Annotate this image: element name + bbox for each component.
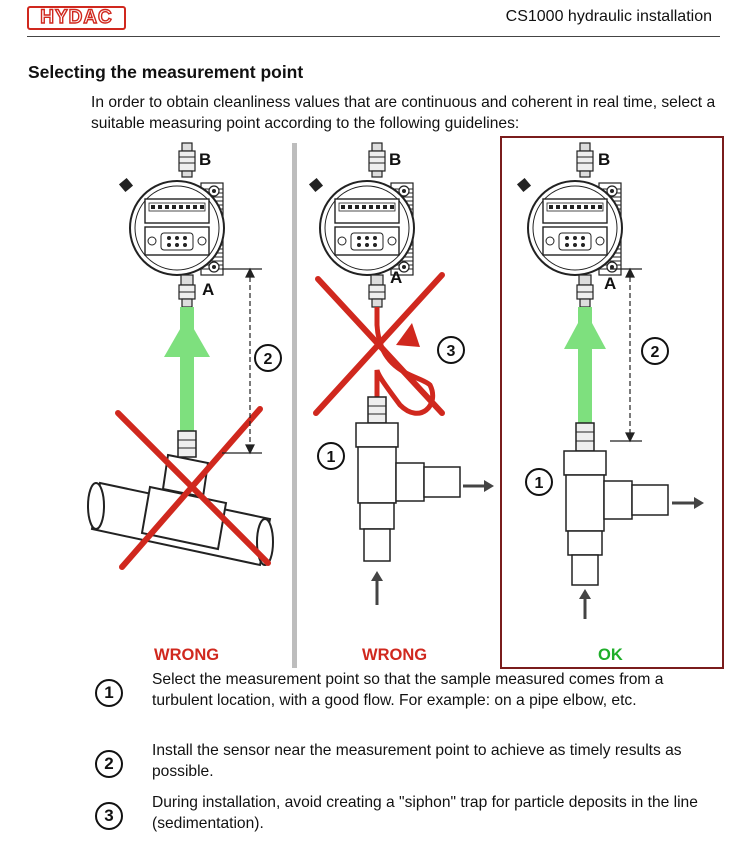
flow-arrow-icon — [164, 317, 210, 357]
caption-wrong-1: WRONG — [154, 646, 220, 664]
panel-ok — [500, 136, 724, 669]
siphon-arrow-icon — [396, 323, 420, 347]
tee-fitting-icon — [355, 396, 461, 562]
intro-paragraph: In order to obtain cleanliness values th… — [91, 94, 716, 132]
flow-out-arrow-icon — [672, 497, 704, 509]
note-text: During installation, avoid creating a "s… — [152, 794, 698, 832]
ok-frame — [500, 136, 724, 669]
caption-wrong-2: WRONG — [362, 646, 428, 664]
logo-text: HYDAC — [40, 6, 113, 28]
pipe-tee-icon — [87, 430, 274, 567]
note-number-icon: 1 — [95, 679, 123, 707]
header-divider — [27, 36, 720, 37]
flow-out-arrow-icon — [463, 480, 494, 492]
note-number-icon: 3 — [95, 802, 123, 830]
callout-2-number: 2 — [264, 351, 273, 368]
callout-1-number: 1 — [535, 475, 544, 492]
wrong-cross-icon — [115, 406, 271, 570]
port-a-label: A — [202, 280, 214, 299]
note-number-icon: 2 — [95, 750, 123, 778]
note-1: 1 Select the measurement point so that t… — [95, 669, 725, 733]
dimension-line — [222, 267, 262, 455]
wrong-cross-icon — [313, 272, 445, 416]
hydac-logo: HYDAC — [27, 6, 126, 30]
note-text: Install the sensor near the measurement … — [152, 742, 682, 780]
port-a-label: A — [604, 274, 616, 293]
panel-divider — [292, 143, 297, 668]
panel-wrong-distance — [87, 142, 282, 570]
tee-fitting-icon — [563, 422, 669, 586]
section-heading: Selecting the measurement point — [28, 62, 304, 82]
caption-ok: OK — [598, 646, 623, 664]
document-title: CS1000 hydraulic installation — [505, 8, 712, 25]
port-b-label: B — [389, 150, 401, 169]
callout-3-number: 3 — [447, 343, 456, 360]
panel-wrong-siphon — [307, 142, 494, 605]
port-a-label: A — [390, 268, 402, 287]
note-text: Select the measurement point so that the… — [152, 671, 664, 709]
callout-1-number: 1 — [327, 449, 336, 466]
dimension-line — [610, 267, 642, 443]
installation-figure: B A B A B A 2 3 1 2 1 WRONG WRONG OK — [0, 135, 752, 675]
port-b-label: B — [598, 150, 610, 169]
flow-in-arrow-icon — [371, 571, 383, 605]
flow-in-arrow-icon — [579, 589, 591, 619]
port-b-label: B — [199, 150, 211, 169]
callout-2-number: 2 — [651, 344, 660, 361]
flow-arrow-icon — [564, 310, 606, 349]
note-3: 3 During installation, avoid creating a … — [95, 792, 725, 836]
note-2: 2 Install the sensor near the measuremen… — [95, 740, 725, 784]
